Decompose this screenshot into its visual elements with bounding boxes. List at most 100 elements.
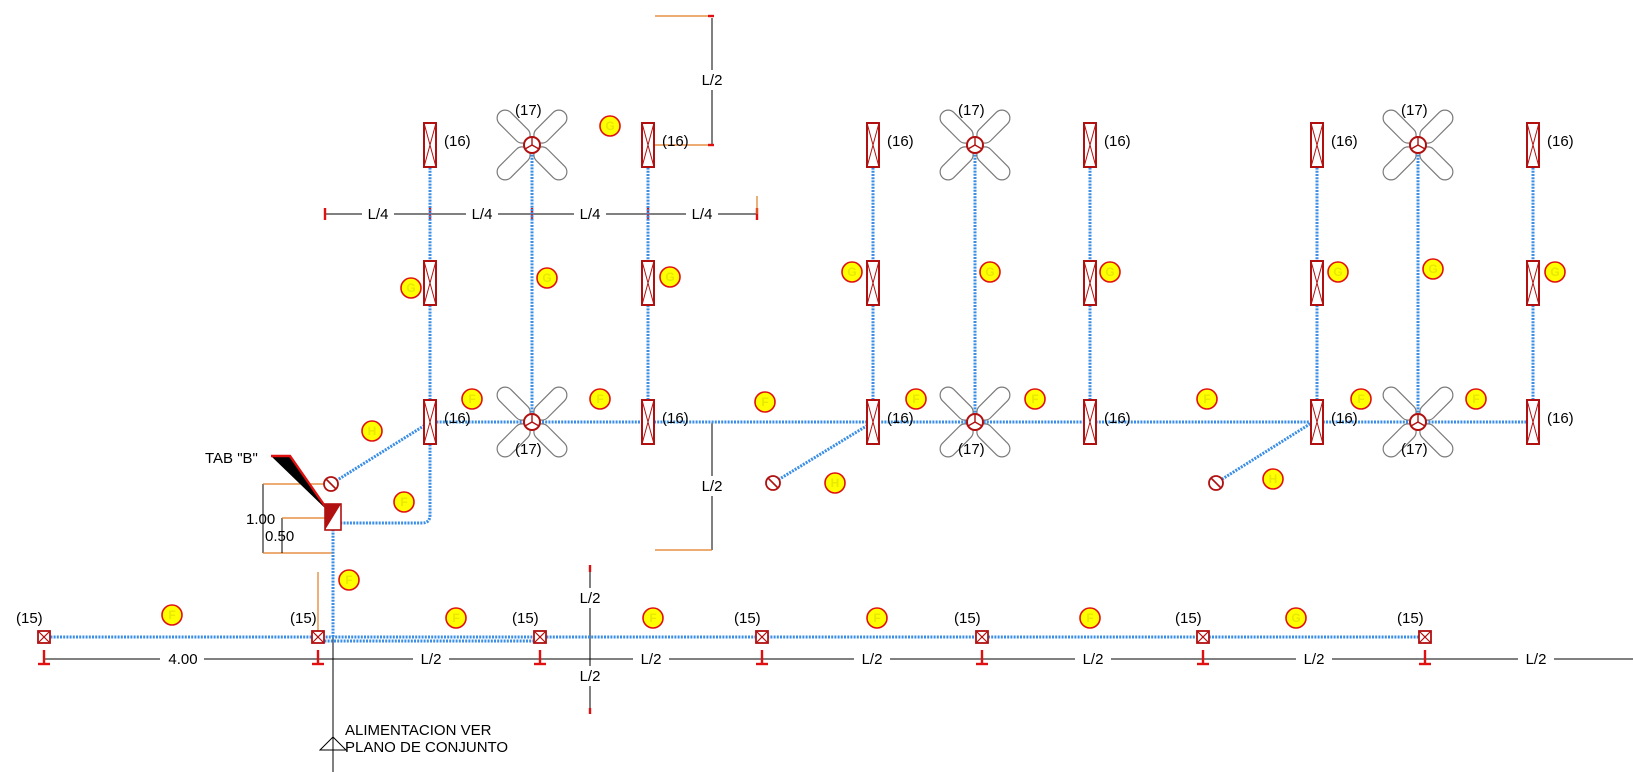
lamp-16-icon: [641, 399, 655, 445]
lamp-cross-b: [641, 260, 655, 306]
fan-hub-spoke-c: [1417, 144, 1426, 150]
lamp-cross-b: [641, 399, 655, 445]
lamp-cross-b: [423, 260, 437, 306]
dimension-label-bg-socket-2: [633, 649, 669, 669]
lamp-label-top-3: (16): [887, 133, 914, 150]
panel-leader: [271, 454, 330, 513]
circuit-tag-letter: F: [1357, 392, 1364, 406]
socket-15-icon: [975, 630, 989, 644]
circuit-tag-letter: F: [452, 611, 459, 625]
fan-label-low-1: (17): [515, 441, 542, 458]
dimension-label-bg-quarter-2: [466, 205, 498, 221]
circuit-tag-G-9: G: [1422, 258, 1444, 280]
fan-label-low-2: (17): [958, 441, 985, 458]
circuit-tag-F-25: F: [1079, 607, 1101, 629]
circuit-tag-ring: [841, 261, 863, 283]
socket-cross-b: [755, 630, 769, 644]
circuit-tag-ring: [905, 388, 927, 410]
circuit-tag-G-5: G: [841, 261, 863, 283]
circuit-tag-letter: F: [596, 392, 603, 406]
dimension-label-bg-quarter-4: [686, 205, 718, 221]
dimension-label-bg-first: [160, 650, 204, 668]
dimension-label-socket-half-1: L/2: [421, 651, 442, 668]
circuit-tag-letter: G: [406, 281, 415, 295]
lamp-label-low-5: (16): [1331, 410, 1358, 427]
circuit-tag-F-12: F: [589, 388, 611, 410]
lamp-label-top-6: (16): [1547, 133, 1574, 150]
circuit-tag-ring: [1079, 607, 1101, 629]
circuit-tag-G-1: G: [599, 115, 621, 137]
lamp-label-top-1: (16): [444, 133, 471, 150]
lamp-16-icon: [1526, 260, 1540, 306]
socket-cross-b: [37, 630, 51, 644]
dimension-label-bg-socket-1: [413, 649, 449, 669]
circuit-tag-G-7: G: [1099, 261, 1121, 283]
panel-box-icon: [324, 503, 342, 531]
circuit-tag-letter: H: [368, 424, 377, 438]
circuit-tag-ring: [361, 420, 383, 442]
lamp-16-icon: [1083, 122, 1097, 168]
lamp-cross-b: [1310, 260, 1324, 306]
switch-icon: [323, 476, 339, 492]
lamp-cross-b: [641, 122, 655, 168]
circuit-tag-ring: [1350, 388, 1372, 410]
circuit-tag-F-17: F: [1350, 388, 1372, 410]
socket-label-1: (15): [16, 610, 43, 627]
circuit-tag-G-26: G: [1285, 607, 1307, 629]
switch-slash: [1210, 477, 1222, 489]
circuit-tag-G-3: G: [536, 267, 558, 289]
circuit-tag-G-4: G: [659, 266, 681, 288]
dimension-label-socket-v-2: L/2: [580, 668, 601, 685]
circuit-tag-letter: F: [1031, 392, 1038, 406]
circuit-tag-F-15: F: [1024, 388, 1046, 410]
height-050-label: 0.50: [265, 528, 294, 545]
socket-15-icon: [37, 630, 51, 644]
fan-label-top-2: (17): [958, 102, 985, 119]
dimension-label-bg-quarter-3: [574, 205, 606, 221]
socket-label-5: (15): [954, 610, 981, 627]
socket-15-icon: [533, 630, 547, 644]
circuit-tag-ring: [599, 115, 621, 137]
circuit-tag-ring: [589, 388, 611, 410]
fan-hub-spoke-b: [967, 144, 976, 150]
lamp-label-low-3: (16): [887, 410, 914, 427]
lamp-16-icon: [1526, 399, 1540, 445]
circuit-tag-letter: G: [985, 265, 994, 279]
feed-note-line-1: ALIMENTACION VER: [345, 722, 492, 739]
circuit-tag-letter: F: [1472, 392, 1479, 406]
circuit-tag-F-23: F: [642, 607, 664, 629]
ceiling-fan-icon: [939, 109, 1011, 181]
circuit-tag-F-11: F: [461, 388, 483, 410]
circuit-tag-F-14: F: [905, 388, 927, 410]
switch-slash: [325, 478, 337, 490]
dimension-layer: [38, 14, 1633, 772]
panel-label: TAB "B": [205, 450, 258, 467]
lamp-cross-b: [866, 122, 880, 168]
dimension-label-bg-socket-6: [1518, 649, 1554, 669]
lamp-16-icon: [866, 122, 880, 168]
fan-hub-spoke-b: [967, 421, 976, 427]
circuit-tag-ring: [161, 604, 183, 626]
lamp-16-icon: [1310, 260, 1324, 306]
circuit-tag-letter: F: [649, 611, 656, 625]
circuit-tag-letter: G: [542, 271, 551, 285]
circuit-tag-ring: [1262, 468, 1284, 490]
lamp-cross-b: [1083, 122, 1097, 168]
fan-hub-spoke-b: [1410, 144, 1419, 150]
circuit-tag-ring: [1024, 388, 1046, 410]
circuit-tag-H-29: H: [1262, 468, 1284, 490]
fan-hub-spoke-c: [974, 144, 983, 150]
socket-cross-b: [1418, 630, 1432, 644]
dimension-label-quarter-4: L/4: [692, 206, 713, 223]
socket-15-icon: [311, 630, 325, 644]
ceiling-fan-icon: [496, 386, 568, 458]
socket-cross-b: [975, 630, 989, 644]
lamp-cross-b: [1526, 122, 1540, 168]
switch-icon: [1208, 475, 1224, 491]
circuit-tag-F-24: F: [866, 607, 888, 629]
circuit-tag-letter: G: [847, 265, 856, 279]
dimension-label-bg-socket-v-1: [572, 588, 608, 608]
lamp-cross-b: [1083, 399, 1097, 445]
socket-cross-b: [533, 630, 547, 644]
socket-15-icon: [755, 630, 769, 644]
